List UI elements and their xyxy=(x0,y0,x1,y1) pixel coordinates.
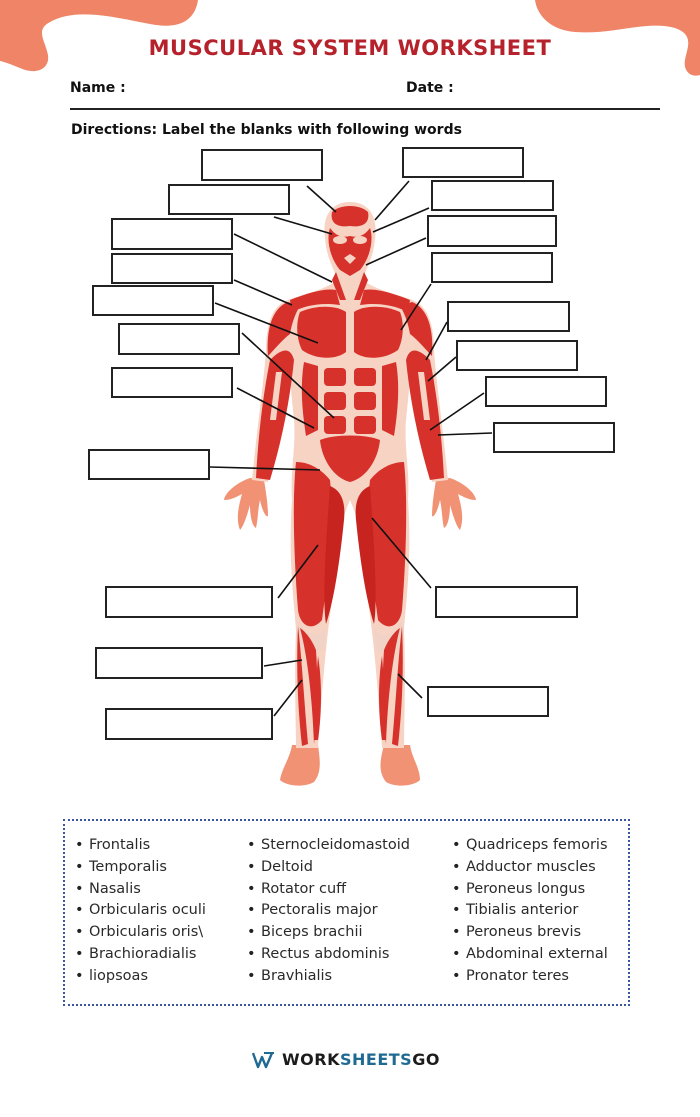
label-blank-left-7[interactable] xyxy=(111,367,233,398)
name-date-line[interactable] xyxy=(70,108,660,110)
logo-text: WORKSHEETSGO xyxy=(282,1050,440,1069)
word-item: Tibialis anterior xyxy=(452,900,608,922)
word-bank-column-2: Sternocleidomastoid Deltoid Rotator cuff… xyxy=(247,835,410,988)
word-item: Biceps brachii xyxy=(247,922,410,944)
label-blank-left-8[interactable] xyxy=(88,449,210,480)
name-label: Name : xyxy=(70,80,126,96)
word-item: Deltoid xyxy=(247,857,410,879)
word-item: Nasalis xyxy=(75,879,206,901)
label-blank-right-9[interactable] xyxy=(435,586,578,618)
label-blank-right-3[interactable] xyxy=(427,215,557,247)
label-blank-left-6[interactable] xyxy=(118,323,240,355)
word-item: Sternocleidomastoid xyxy=(247,835,410,857)
directions-text: Directions: Label the blanks with follow… xyxy=(71,122,462,138)
leader-lines xyxy=(209,180,493,717)
label-blank-right-6[interactable] xyxy=(456,340,578,371)
word-item: liopsoas xyxy=(75,966,206,988)
date-label: Date : xyxy=(406,80,454,96)
word-item: Quadriceps femoris xyxy=(452,835,608,857)
word-item: Temporalis xyxy=(75,857,206,879)
word-item: Orbicularis oris\ xyxy=(75,922,206,944)
word-item: Bravhialis xyxy=(247,966,410,988)
word-item: Pronator teres xyxy=(452,966,608,988)
word-item: Frontalis xyxy=(75,835,206,857)
word-item: Peroneus brevis xyxy=(452,922,608,944)
word-item: Peroneus longus xyxy=(452,879,608,901)
label-blank-right-7[interactable] xyxy=(485,376,607,407)
word-item: Rectus abdominis xyxy=(247,944,410,966)
label-blank-right-4[interactable] xyxy=(431,252,553,283)
word-item: Pectoralis major xyxy=(247,900,410,922)
label-blank-right-10[interactable] xyxy=(427,686,549,717)
corner-blob-left-decoration xyxy=(0,0,198,72)
worksheetsgo-logo[interactable]: WORKSHEETSGO xyxy=(252,1050,440,1069)
label-blank-right-8[interactable] xyxy=(493,422,615,453)
label-blank-left-9[interactable] xyxy=(105,586,273,618)
label-blank-left-1[interactable] xyxy=(201,149,323,181)
label-blank-left-4[interactable] xyxy=(111,253,233,284)
label-blank-left-10[interactable] xyxy=(95,647,263,679)
label-blank-left-2[interactable] xyxy=(168,184,290,215)
word-item: Adductor muscles xyxy=(452,857,608,879)
label-blank-left-5[interactable] xyxy=(92,285,214,316)
label-blank-right-1[interactable] xyxy=(402,147,524,178)
label-blank-left-11[interactable] xyxy=(105,708,273,740)
word-bank: Frontalis Temporalis Nasalis Orbicularis… xyxy=(63,819,630,1006)
word-item: Orbicularis oculi xyxy=(75,900,206,922)
word-item: Rotator cuff xyxy=(247,879,410,901)
human-muscle-figure-icon xyxy=(209,180,493,786)
worksheetsgo-w-logo-icon xyxy=(252,1051,274,1068)
label-blank-right-5[interactable] xyxy=(447,301,570,332)
corner-blob-right-decoration xyxy=(535,0,700,76)
word-bank-column-3: Quadriceps femoris Adductor muscles Pero… xyxy=(452,835,608,988)
label-blank-left-3[interactable] xyxy=(111,218,233,250)
label-blank-right-2[interactable] xyxy=(431,180,554,211)
word-bank-column-1: Frontalis Temporalis Nasalis Orbicularis… xyxy=(75,835,206,988)
word-item: Brachioradialis xyxy=(75,944,206,966)
word-item: Abdominal external xyxy=(452,944,608,966)
page-title: MUSCULAR SYSTEM WORKSHEET xyxy=(148,36,552,60)
